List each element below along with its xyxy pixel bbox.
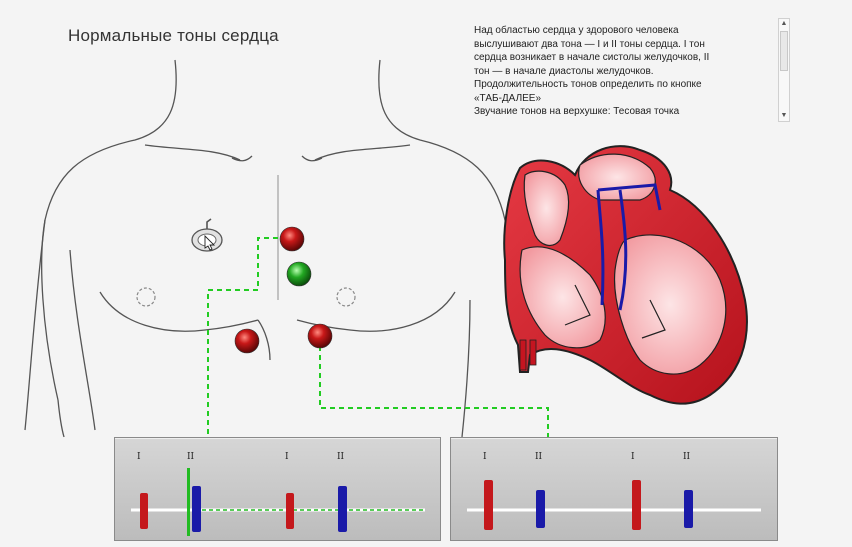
tone-marker-red — [484, 480, 493, 530]
description-line: «ТАБ-ДАЛЕЕ» — [474, 92, 766, 106]
tone-marker-blue — [536, 490, 545, 528]
description-line: тон — в начале диастолы желудочков. — [474, 65, 766, 79]
page-title: Нормальные тоны сердца — [68, 26, 279, 46]
description-line: Звучание тонов на верхушке: Тесовая точк… — [474, 105, 766, 119]
description-line: Продолжительность тонов определить по кн… — [474, 78, 766, 92]
sound-monitor-left: I II I II — [114, 437, 441, 541]
tone-marker-blue — [684, 490, 693, 528]
description-line: сердца возникает в начале систолы желудо… — [474, 51, 766, 65]
tone-marker-blue — [192, 486, 201, 532]
playhead — [187, 468, 190, 536]
tone-marker-red — [632, 480, 641, 530]
triangle-up-icon[interactable]: ▲ — [779, 19, 789, 29]
tone-marker-red — [140, 493, 148, 529]
description-line: выслушивают два тона — I и II тоны сердц… — [474, 38, 766, 52]
tone-marker-red — [286, 493, 294, 529]
tone-marker-blue — [338, 486, 347, 532]
scroll-thumb[interactable] — [780, 31, 788, 71]
triangle-down-icon[interactable]: ▼ — [779, 111, 789, 121]
description-line: Над областью сердца у здорового человека — [474, 24, 766, 38]
description-scrollbar[interactable]: ▲ ▼ — [778, 18, 790, 122]
sound-monitor-right: I II I II — [450, 437, 778, 541]
description-text: Над областью сердца у здорового человека… — [474, 24, 766, 119]
description-panel[interactable]: Над областью сердца у здорового человека… — [470, 20, 790, 126]
